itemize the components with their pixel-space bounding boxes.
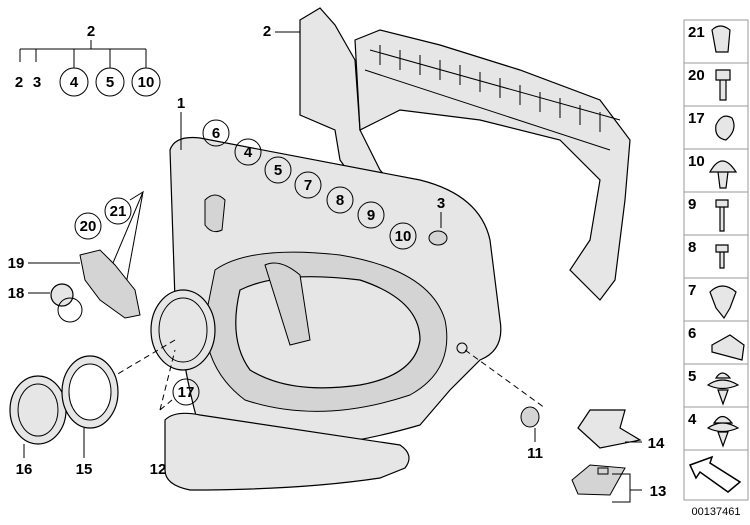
- callout-grommet: 3: [437, 195, 445, 212]
- callout-circle: [264, 156, 292, 184]
- trim-rings: 16 15: [9, 355, 119, 478]
- clip-icon: [715, 115, 735, 141]
- legend-number: 9: [688, 196, 696, 213]
- legend-cell: 10: [683, 148, 749, 193]
- callout-screw-20: 20: [80, 218, 97, 235]
- callout-lamp: 13: [650, 483, 667, 500]
- callout-label: 7: [304, 177, 312, 194]
- parts-legend-column: 21 20 17 10 9 8 7 6 5 4: [683, 19, 749, 451]
- expanding-nut-icon: [711, 25, 731, 53]
- callout-label: 5: [274, 162, 282, 179]
- legend-number: 5: [688, 368, 696, 385]
- tree-circled-label: 4: [70, 74, 79, 91]
- legend-number: 6: [688, 325, 696, 342]
- callout-upper-carrier: 2: [263, 23, 271, 40]
- callout-label: 6: [212, 125, 220, 142]
- tree-circled-label: 10: [138, 74, 155, 91]
- callout-armrest-cover: 12: [150, 461, 167, 478]
- callout-circle: [294, 171, 322, 199]
- speaker-holder-part: 19 18: [8, 249, 141, 323]
- legend-number: 8: [688, 239, 696, 256]
- legend-number: 17: [688, 110, 705, 127]
- grommet-part: 3: [428, 195, 448, 246]
- legend-cell: 20: [683, 62, 749, 107]
- callout-circle: [389, 222, 417, 250]
- bracket-clip-icon: [711, 334, 745, 361]
- callout-trim-ring-15: 15: [76, 461, 93, 478]
- legend-number: 21: [688, 24, 705, 41]
- image-id: 00137461: [692, 506, 741, 518]
- callout-grille: 18: [8, 285, 25, 302]
- legend-cell: 6: [683, 320, 749, 365]
- kit-tree: 2 2 3 4 5 10: [15, 23, 161, 97]
- callout-circle: [234, 138, 262, 166]
- arrow-icon: [683, 449, 749, 501]
- long-screw-icon: [715, 199, 729, 232]
- legend-number: 4: [688, 411, 697, 428]
- callout-circle: [326, 186, 354, 214]
- circled-callouts: 6 4 5 7 8 9 10: [202, 119, 417, 250]
- legend-cell: 21: [683, 19, 749, 64]
- callout-label: 9: [367, 207, 375, 224]
- callout-circle: [202, 119, 230, 147]
- spreading-rivet-icon: [709, 285, 737, 320]
- legend-cell: 9: [683, 191, 749, 236]
- tree-top-label: 2: [87, 23, 95, 40]
- callout-door-panel: 1: [177, 95, 185, 112]
- callout-cap: 11: [527, 445, 543, 462]
- callout-handle: 14: [648, 435, 665, 452]
- expanding-rivet-icon: [706, 372, 740, 406]
- plug-rivet-icon: [706, 415, 740, 448]
- callout-label: 8: [336, 192, 344, 209]
- callout-clip-21: 21: [110, 203, 127, 220]
- legend-cell: 4: [683, 406, 749, 451]
- tree-circled-label: 5: [106, 74, 114, 91]
- callout-clip-17: 17: [178, 384, 195, 401]
- callout-trim-ring-16: 16: [16, 461, 33, 478]
- callout-holder: 19: [8, 255, 25, 272]
- hex-screw-icon: [715, 69, 731, 101]
- legend-cell: 5: [683, 363, 749, 408]
- callout-circle: [357, 201, 385, 229]
- legend-cell: 8: [683, 234, 749, 279]
- short-screw-icon: [715, 244, 729, 269]
- legend-cell: 7: [683, 277, 749, 322]
- callout-label: 4: [244, 144, 253, 161]
- tree-label: 3: [33, 74, 41, 91]
- door-panel-part: 1: [169, 95, 502, 448]
- legend-number: 20: [688, 67, 705, 84]
- tree-label: 2: [15, 74, 23, 91]
- legend-number: 10: [688, 153, 705, 170]
- legend-cell: 17: [683, 105, 749, 150]
- callout-label: 10: [395, 228, 412, 245]
- mushroom-plug-icon: [708, 160, 738, 189]
- legend-number: 7: [688, 282, 696, 299]
